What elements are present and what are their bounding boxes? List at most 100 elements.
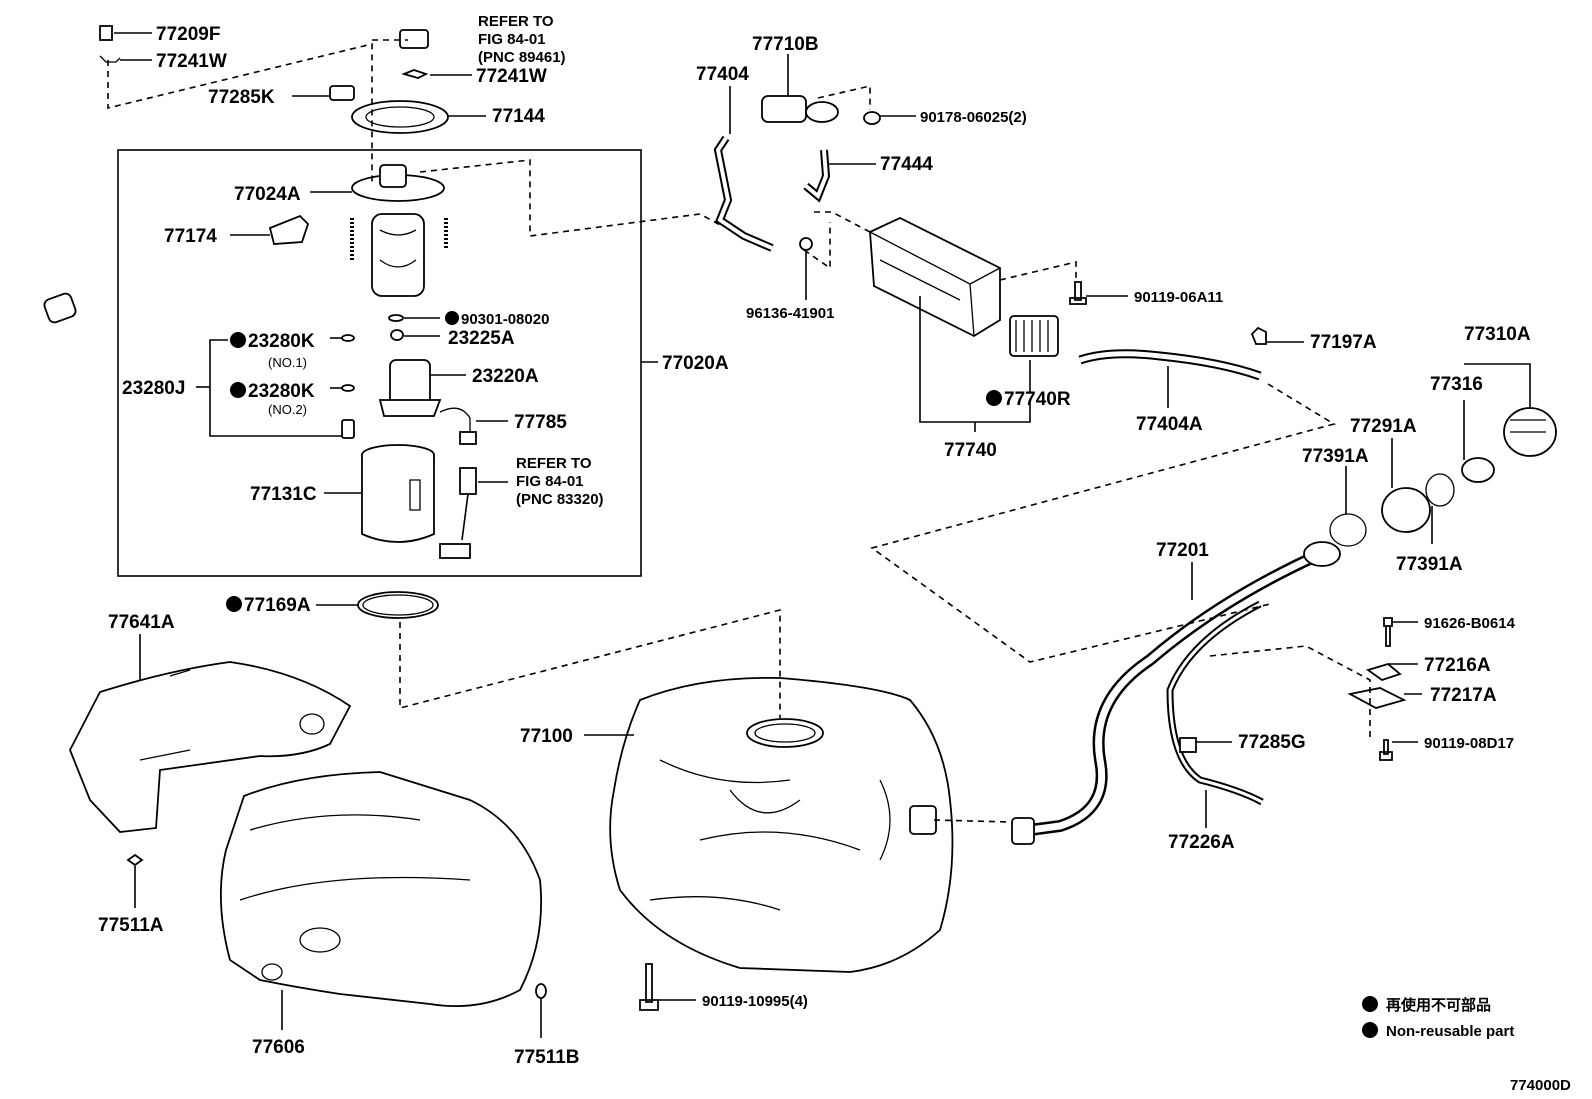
reservoir-detail xyxy=(409,479,421,511)
label-96136-41901: 96136-41901 xyxy=(746,305,834,322)
label-91626-B0614: 91626-B0614 xyxy=(1424,615,1516,632)
filler-neck xyxy=(1303,541,1341,567)
label-23280K-2: 23280K xyxy=(248,381,315,402)
pump-top-cap xyxy=(379,164,407,188)
clip-77511A xyxy=(126,853,144,867)
filter-fins xyxy=(1015,320,1049,352)
line-fitting-77209F xyxy=(99,25,113,41)
oring-90301 xyxy=(388,314,404,322)
protector-77606-detail xyxy=(239,814,471,981)
clip-77197A xyxy=(1250,326,1267,345)
clip-96136 xyxy=(799,237,813,251)
non-reusable-marker-23280K-2 xyxy=(230,382,246,398)
valve-cap xyxy=(805,101,839,123)
tank-filler-port xyxy=(909,805,937,835)
canister-77740 xyxy=(869,217,1001,338)
pump-body xyxy=(371,213,425,297)
bolt-91626 xyxy=(1383,617,1393,647)
label-no1: (NO.1) xyxy=(268,355,307,370)
hose-77404-inner xyxy=(715,136,773,250)
label-77291A: 77291A xyxy=(1350,416,1417,437)
clip-77285G xyxy=(1179,737,1197,753)
label-77197A: 77197A xyxy=(1310,332,1377,353)
label-77606: 77606 xyxy=(252,1037,305,1058)
oring-77391A-a xyxy=(1329,513,1367,547)
sender-arm xyxy=(461,493,469,541)
harness-connector xyxy=(459,431,477,445)
label-77174: 77174 xyxy=(164,226,217,247)
fuel-line-connector xyxy=(43,292,77,324)
label-90119-06A11: 90119-06A11 xyxy=(1134,289,1223,306)
label-23225A: 23225A xyxy=(448,328,515,349)
non-reusable-marker-77169A xyxy=(226,596,242,612)
label-77201: 77201 xyxy=(1156,540,1209,561)
bolt-90119-10995 xyxy=(639,963,659,1011)
label-90119-10995: 90119-10995(4) xyxy=(702,993,808,1010)
canister-detail xyxy=(869,231,1001,337)
non-reusable-marker-77740R xyxy=(986,390,1002,406)
breather-inner xyxy=(1168,602,1263,804)
label-77285K: 77285K xyxy=(208,87,275,108)
label-77316: 77316 xyxy=(1430,374,1483,395)
pump-detail xyxy=(379,229,417,268)
refer-mid-line1: REFER TO xyxy=(516,455,592,472)
ring-77316 xyxy=(1461,457,1495,483)
bolt-90119-08D17 xyxy=(1379,739,1393,761)
label-77100: 77100 xyxy=(520,726,573,747)
label-77020A: 77020A xyxy=(662,353,729,374)
bracket-77217A xyxy=(1347,687,1407,709)
refer-top-line3: (PNC 89461) xyxy=(478,49,566,66)
oring-23280K-2 xyxy=(341,384,355,392)
tank-detail xyxy=(649,759,891,911)
gasket-77169A xyxy=(357,591,439,619)
label-77710B: 77710B xyxy=(752,34,819,55)
protector-77641A xyxy=(69,661,352,833)
clip-77241W-a xyxy=(99,55,121,63)
tank-opening-inner xyxy=(754,723,816,743)
sender-gauge xyxy=(459,467,477,495)
hose-77404A-inner xyxy=(1079,351,1261,379)
fuel-line-inner xyxy=(12,33,104,307)
label-77144: 77144 xyxy=(492,106,545,127)
legend-marker-en xyxy=(1362,1022,1378,1038)
label-90301-08020: 90301-08020 xyxy=(461,311,549,328)
label-90178-06025: 90178-06025(2) xyxy=(920,109,1027,126)
relation-lines xyxy=(107,39,1371,823)
label-77131C: 77131C xyxy=(250,484,317,505)
label-77404: 77404 xyxy=(696,64,749,85)
pump-bracket xyxy=(378,399,442,417)
bolt-90119-06A11 xyxy=(1069,281,1087,305)
label-77169A: 77169A xyxy=(244,595,311,616)
legend-marker-jp xyxy=(1362,996,1378,1012)
label-90119-08D17: 90119-08D17 xyxy=(1424,735,1514,752)
leader-lines xyxy=(114,32,1531,1038)
label-23280K-1: 23280K xyxy=(248,331,315,352)
label-77241W-b: 77241W xyxy=(476,66,547,87)
cap-detail xyxy=(1510,419,1546,433)
label-77209F: 77209F xyxy=(156,24,220,45)
label-77241W-a: 77241W xyxy=(156,51,227,72)
non-reusable-marker-23280K-1 xyxy=(230,332,246,348)
refer-mid-line3: (PNC 83320) xyxy=(516,491,604,508)
protector-77641A-detail xyxy=(139,669,325,761)
fuel-tank-77100 xyxy=(609,676,954,973)
retainer-ring-77144 xyxy=(351,100,449,134)
label-77740R: 77740R xyxy=(1004,389,1071,410)
part-77285K xyxy=(329,85,355,101)
label-77404A: 77404A xyxy=(1136,414,1203,435)
filler-pipe-end xyxy=(1011,817,1035,845)
legend: 再使用不可部品 Non-reusable part xyxy=(1362,996,1514,1040)
label-23220A: 23220A xyxy=(472,366,539,387)
nut-90178 xyxy=(863,111,881,125)
protector-77606 xyxy=(219,771,543,1007)
retainer-77291A xyxy=(1381,487,1431,533)
figure-code: 774000D xyxy=(1510,1077,1571,1094)
part-77174 xyxy=(268,214,310,245)
bracket-77216A xyxy=(1365,662,1402,681)
label-77226A: 77226A xyxy=(1168,832,1235,853)
refer-top-line2: FIG 84-01 xyxy=(478,31,546,48)
label-77217A: 77217A xyxy=(1430,685,1497,706)
oring-23280K-1 xyxy=(341,334,355,342)
label-77511A: 77511A xyxy=(98,915,164,936)
